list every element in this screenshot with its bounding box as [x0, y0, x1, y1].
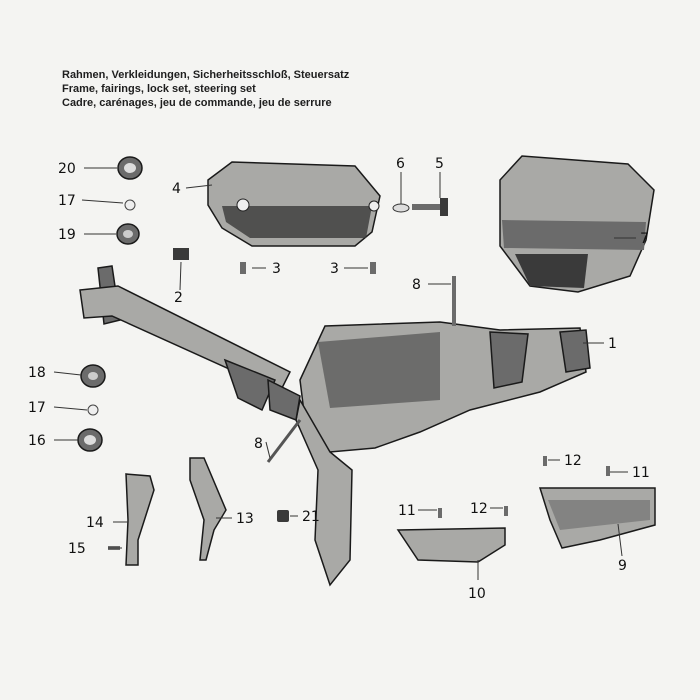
callout-4: 4 [172, 181, 181, 197]
screw-3-left [240, 262, 246, 274]
leader-lines [53, 167, 636, 580]
bearing-cone-top [116, 223, 140, 245]
callout-18: 18 [28, 365, 46, 381]
callout-12-right: 12 [564, 453, 582, 469]
screw-11-a [438, 508, 442, 518]
title-french: Cadre, carénages, jeu de commande, jeu d… [62, 97, 332, 109]
main-frame [79, 265, 591, 587]
guard-13 [189, 457, 227, 561]
lower-fairing-9 [538, 487, 656, 549]
title-english: Frame, fairings, lock set, steering set [62, 83, 256, 95]
callout-17-bottom: 17 [28, 400, 46, 416]
callout-5: 5 [435, 156, 444, 172]
bearing-cup-top [117, 156, 143, 180]
title-german: Rahmen, Verkleidungen, Sicherheitsschloß… [62, 69, 350, 81]
bolt-8-upper [452, 276, 456, 326]
bolt-8-lower [266, 419, 302, 463]
callout-3-right: 3 [330, 261, 339, 277]
diagram-title: Rahmen, Verkleidungen, Sicherheitsschloß… [62, 68, 349, 110]
washer-6 [392, 203, 410, 213]
callout-19: 19 [58, 227, 76, 243]
callout-7: 7 [640, 231, 649, 247]
callout-15: 15 [68, 541, 86, 557]
screw-12-b [543, 456, 547, 466]
screw-12-a [504, 506, 508, 516]
callout-10: 10 [468, 586, 486, 602]
lower-fairing-10 [396, 527, 506, 563]
callout-1: 1 [608, 336, 617, 352]
callout-8-upper: 8 [412, 277, 421, 293]
steel-ball-top [124, 199, 136, 211]
callout-8-lower: 8 [254, 436, 263, 452]
callout-16: 16 [28, 433, 46, 449]
screw-3-right [370, 262, 376, 274]
callout-21: 21 [302, 509, 320, 525]
side-cover-left [207, 161, 381, 247]
callout-12-left: 12 [470, 501, 488, 517]
side-cover-right [499, 155, 655, 293]
part-callouts: 20 17 19 18 17 16 4 2 3 3 6 5 7 8 1 8 14… [28, 156, 650, 602]
callout-11-right: 11 [632, 465, 650, 481]
callout-2: 2 [174, 290, 183, 306]
guard-14 [125, 473, 155, 566]
bearing-cone-bottom [80, 364, 106, 388]
callout-14: 14 [86, 515, 104, 531]
bolt-5 [412, 198, 448, 216]
grommet-21 [277, 510, 289, 522]
callout-20: 20 [58, 161, 76, 177]
callout-3-left: 3 [272, 261, 281, 277]
screw-11-b [606, 466, 610, 476]
lock-bracket [173, 248, 189, 260]
bearing-cup-bottom [77, 428, 103, 452]
callout-17-top: 17 [58, 193, 76, 209]
callout-9: 9 [618, 558, 627, 574]
callout-6: 6 [396, 156, 405, 172]
steel-ball-bottom [87, 404, 99, 416]
callout-11-left: 11 [398, 503, 416, 519]
callout-13: 13 [236, 511, 254, 527]
